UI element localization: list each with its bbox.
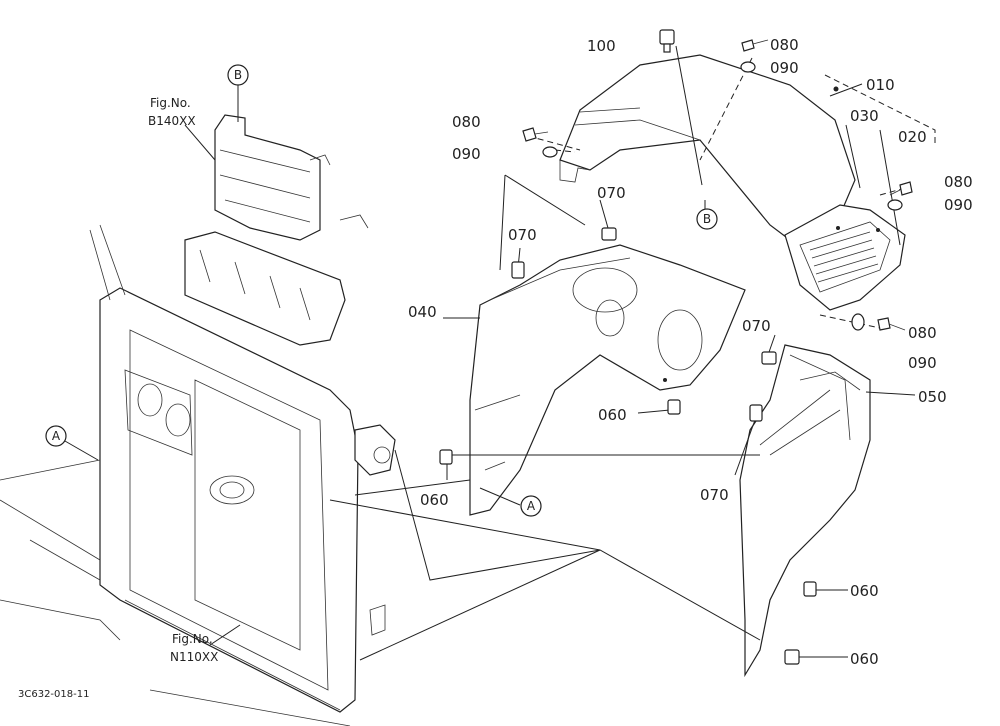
label-060-right: 060 xyxy=(850,582,879,600)
callout-b-cover: B xyxy=(696,208,718,230)
fig-ref-top: Fig.No. B140XX xyxy=(148,96,196,128)
label-090-top: 090 xyxy=(770,59,799,77)
svg-text:A: A xyxy=(527,499,536,513)
label-060-left: 060 xyxy=(420,491,449,509)
label-040: 040 xyxy=(408,303,437,321)
label-080-lower: 080 xyxy=(908,324,937,342)
label-090-right: 090 xyxy=(944,196,973,214)
side-cover-050 xyxy=(739,344,871,678)
lower-cover-040 xyxy=(469,244,746,516)
label-030: 030 xyxy=(850,107,879,125)
label-020: 020 xyxy=(898,128,927,146)
label-070-top: 070 xyxy=(597,184,626,202)
fasteners xyxy=(439,29,913,665)
label-090-lower: 090 xyxy=(908,354,937,372)
label-050: 050 xyxy=(918,388,947,406)
upper-cover-010 xyxy=(559,54,906,311)
label-080-left: 080 xyxy=(452,113,481,131)
label-070-bottom: 070 xyxy=(700,486,729,504)
label-010: 010 xyxy=(866,76,895,94)
label-060-bottom: 060 xyxy=(850,650,879,668)
svg-text:Fig.No.: Fig.No. xyxy=(172,632,213,646)
label-070-left: 070 xyxy=(508,226,537,244)
svg-text:B: B xyxy=(234,68,242,82)
svg-text:B140XX: B140XX xyxy=(148,114,196,128)
fig-ref-bottom: Fig.No. N110XX xyxy=(170,632,218,664)
label-100: 100 xyxy=(587,37,616,55)
svg-text:B: B xyxy=(703,212,711,226)
svg-text:Fig.No.: Fig.No. xyxy=(150,96,191,110)
dashboard-panel-assembly xyxy=(0,114,396,726)
svg-text:A: A xyxy=(52,429,61,443)
label-080-right: 080 xyxy=(944,173,973,191)
label-070-right: 070 xyxy=(742,317,771,335)
callout-b-top: B xyxy=(227,64,249,86)
callout-a-cover: A xyxy=(520,495,542,517)
leader-lines xyxy=(57,45,936,661)
label-090-left: 090 xyxy=(452,145,481,163)
label-080-top: 080 xyxy=(770,36,799,54)
callout-a-left: A xyxy=(45,425,67,447)
drawing-id: 3C632-018-11 xyxy=(18,689,89,700)
svg-text:N110XX: N110XX xyxy=(170,650,218,664)
label-060-center: 060 xyxy=(598,406,627,424)
